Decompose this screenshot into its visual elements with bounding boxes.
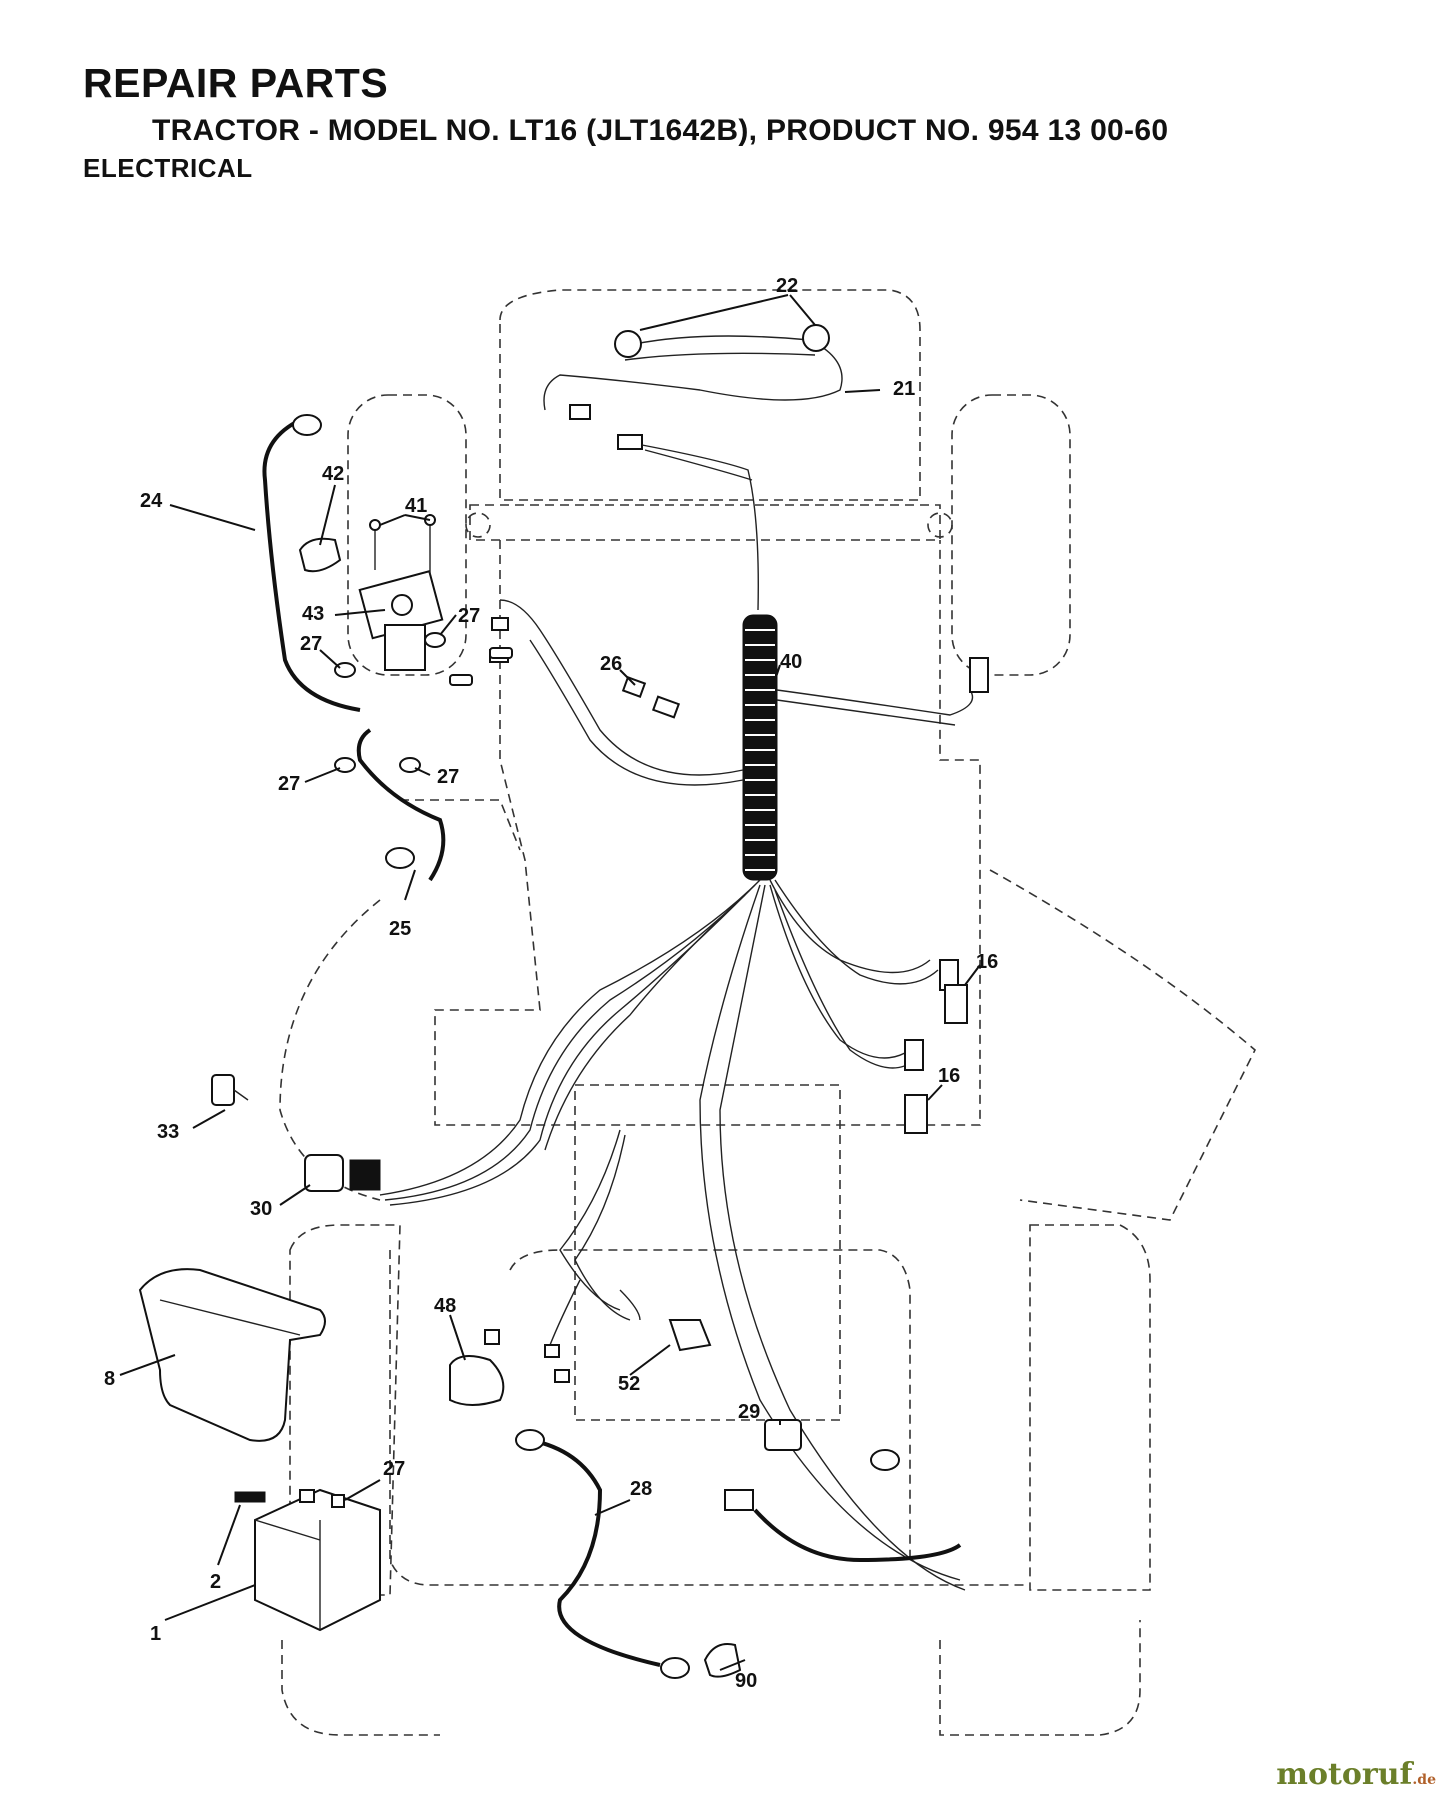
- callout-30: 30: [250, 1198, 272, 1220]
- headlight-assembly: [543, 324, 843, 611]
- battery-cables: [515, 1429, 742, 1679]
- callout-41: 41: [405, 495, 427, 517]
- callout-24: 24: [140, 490, 163, 512]
- leader-lines: [119, 294, 981, 1671]
- battery-box: [138, 1268, 326, 1442]
- callout-26: 26: [600, 653, 622, 675]
- watermark-logo: motoruf.de: [1276, 1757, 1436, 1792]
- callout-33: 33: [157, 1121, 179, 1143]
- callout-22: 22: [776, 275, 798, 297]
- switch-48-52: [449, 1289, 712, 1406]
- wire-bundles: [379, 599, 974, 1591]
- callout-28: 28: [630, 1478, 652, 1500]
- callout-27-c: 27: [278, 773, 300, 795]
- callout-16-a: 16: [976, 951, 998, 973]
- tractor-outline: [279, 289, 1256, 1736]
- callout-29: 29: [738, 1401, 760, 1423]
- callout-42: 42: [322, 463, 344, 485]
- ignition-parts: [211, 1074, 381, 1192]
- battery: [234, 1488, 381, 1632]
- callout-40: 40: [780, 651, 802, 673]
- page-title: REPAIR PARTS: [83, 60, 389, 106]
- callout-16-b: 16: [938, 1065, 960, 1087]
- callout-1: 1: [150, 1623, 161, 1645]
- callout-48: 48: [434, 1295, 456, 1317]
- callout-25: 25: [389, 918, 411, 940]
- callout-8: 8: [104, 1368, 115, 1390]
- section-heading: ELECTRICAL: [83, 153, 253, 183]
- callout-90: 90: [735, 1670, 757, 1692]
- callout-27-a: 27: [458, 605, 480, 627]
- callout-27-e: 27: [383, 1458, 405, 1480]
- callout-43: 43: [302, 603, 324, 625]
- callout-21: 21: [893, 378, 915, 400]
- callout-27-d: 27: [437, 766, 459, 788]
- callout-2: 2: [210, 1571, 221, 1593]
- callout-52: 52: [618, 1373, 640, 1395]
- callout-labels: 22 21 24 42 41 43 27 27 40 26 27 27 25 1…: [104, 275, 998, 1692]
- harness-conduit: [742, 614, 778, 881]
- model-subtitle: TRACTOR - MODEL NO. LT16 (JLT1642B), PRO…: [152, 114, 1169, 147]
- solenoid-assembly: [262, 414, 513, 882]
- seat-switch: [724, 1419, 962, 1563]
- connectors: [489, 617, 989, 1134]
- callout-27-b: 27: [300, 633, 322, 655]
